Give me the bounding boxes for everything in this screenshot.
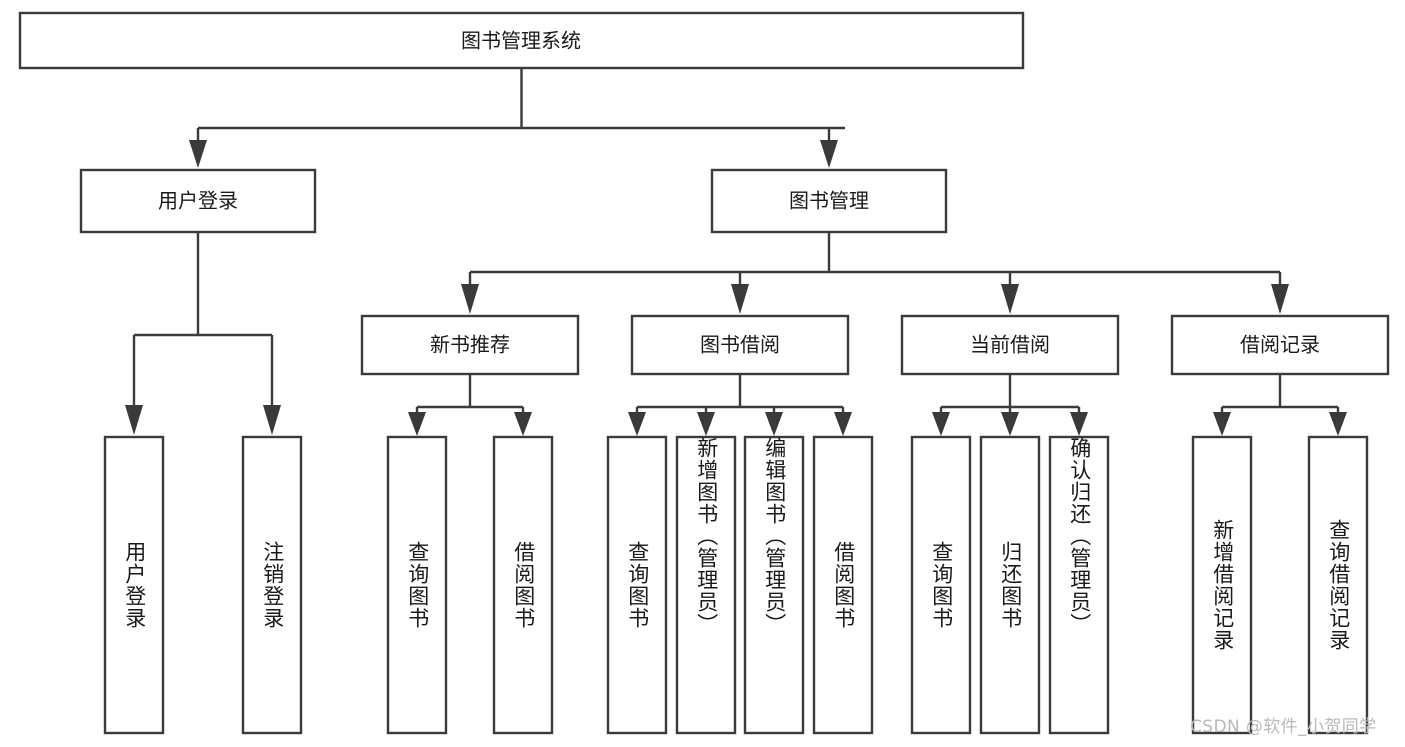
arrow-head-login	[189, 140, 207, 168]
node-label-borrow-record: 借阅记录	[1240, 333, 1320, 357]
leaf-box-add-record[interactable]	[1191, 435, 1253, 735]
arrow-head-bookmgmt	[820, 140, 838, 168]
arrow-head-record	[1271, 284, 1289, 314]
edge-group-bookborrow-leaves	[628, 374, 852, 436]
arrow-head-leaf-add-record	[1213, 412, 1231, 436]
leaf-box-edit-book[interactable]	[743, 435, 805, 735]
edge-group-newbook-leaves	[408, 374, 532, 436]
node-book-management[interactable]: 图书管理	[710, 168, 948, 234]
leaf-box-user-login[interactable]	[103, 435, 165, 735]
arrow-head-leaf-query-record	[1329, 412, 1347, 436]
arrow-head-current	[1001, 284, 1019, 314]
leaf-box-query-record[interactable]	[1307, 435, 1369, 735]
node-label-book-borrow: 图书借阅	[700, 333, 780, 357]
arrow-head-leaf-return-book	[1001, 412, 1019, 436]
leaf-box-query-book-2[interactable]	[606, 435, 668, 735]
leaf-box-add-book[interactable]	[675, 435, 737, 735]
node-label-user-login: 用户登录	[158, 189, 238, 213]
node-box-user-login[interactable]	[79, 168, 317, 234]
edge-group-root	[189, 68, 845, 168]
arrow-head-borrow	[731, 284, 749, 314]
node-book-borrow[interactable]: 图书借阅	[630, 314, 850, 376]
edge-group-borrowrecord-leaves	[1213, 374, 1347, 436]
node-box-book-borrow[interactable]	[630, 314, 850, 376]
node-label-new-book-recommend: 新书推荐	[430, 333, 510, 357]
edge-group-bookmgmt	[461, 232, 1289, 314]
arrow-head-leaf-borrow-book-2	[834, 412, 852, 436]
arrow-head-leaf-confirm-return	[1070, 412, 1088, 436]
leaf-box-query-book-1[interactable]	[386, 435, 448, 735]
node-user-login[interactable]: 用户登录	[79, 168, 317, 234]
node-box-new-book-recommend[interactable]	[360, 314, 580, 376]
leaf-box-confirm-return[interactable]	[1048, 435, 1110, 735]
leaf-box-borrow-book-2[interactable]	[812, 435, 874, 735]
node-root-system[interactable]: 图书管理系统	[18, 11, 1025, 70]
edge-group-user-login-leaves	[125, 232, 281, 435]
arrow-head-leaf-query-book-1	[408, 412, 426, 436]
arrow-head-leaf-logout	[263, 405, 281, 435]
node-borrow-record[interactable]: 借阅记录	[1170, 314, 1390, 376]
node-new-book-recommend[interactable]: 新书推荐	[360, 314, 580, 376]
arrow-head-leaf-user-login	[125, 405, 143, 435]
leaf-box-group	[103, 435, 1369, 735]
node-label-book-management: 图书管理	[789, 189, 869, 213]
node-label-root-system: 图书管理系统	[461, 29, 581, 53]
arrow-head-leaf-query-book-2	[628, 412, 646, 436]
arrow-head-leaf-edit-book	[765, 412, 783, 436]
arrow-head-leaf-add-book	[697, 412, 715, 436]
node-current-borrow[interactable]: 当前借阅	[900, 314, 1120, 376]
node-box-borrow-record[interactable]	[1170, 314, 1390, 376]
edge-group-currentborrow-leaves	[932, 374, 1088, 436]
leaf-box-return-book[interactable]	[979, 435, 1041, 735]
node-box-current-borrow[interactable]	[900, 314, 1120, 376]
arrow-head-newbook	[461, 284, 479, 314]
leaf-box-borrow-book-1[interactable]	[492, 435, 554, 735]
arrow-head-leaf-query-book-3	[932, 412, 950, 436]
leaf-box-logout[interactable]	[241, 435, 303, 735]
node-box-root-system[interactable]	[18, 11, 1025, 70]
node-label-current-borrow: 当前借阅	[970, 333, 1050, 357]
leaf-box-query-book-3[interactable]	[910, 435, 972, 735]
csdn-watermark: CSDN @软件_小贺同学	[1190, 717, 1377, 737]
arrow-head-leaf-borrow-book-1	[514, 412, 532, 436]
